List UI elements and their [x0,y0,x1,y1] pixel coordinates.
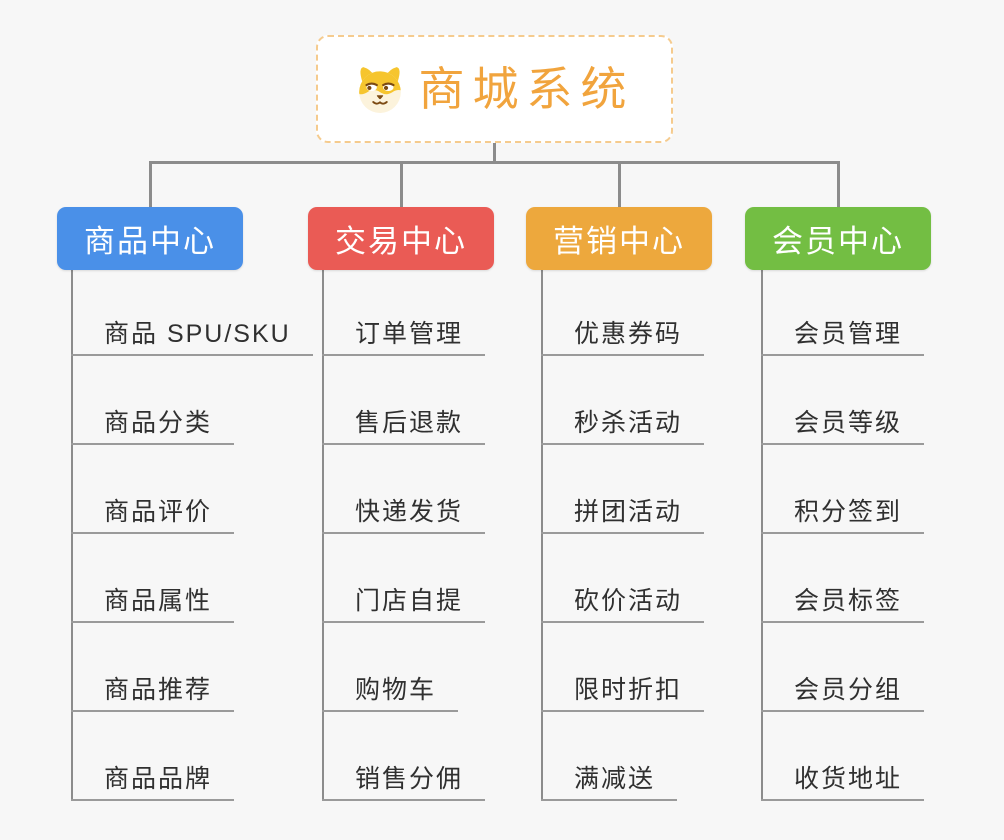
subtopic-item[interactable]: 优惠券码 [541,321,705,356]
connector-trunk-transaction [322,269,324,801]
subtopic-item[interactable]: 门店自提 [322,588,486,623]
subtopic-item[interactable]: 拼团活动 [541,499,705,534]
root-node[interactable]: 商城系统 [316,35,673,143]
connector-drop-marketing [618,161,621,208]
subtopic-item[interactable]: 积分签到 [761,499,925,534]
subtopic-item[interactable]: 砍价活动 [541,588,705,623]
subtopic-item[interactable]: 会员分组 [761,677,925,712]
connector-drop-product [149,161,152,208]
root-title: 商城系统 [418,63,635,115]
subtopic-item[interactable]: 快递发货 [322,499,486,534]
subtopic-item[interactable]: 商品评价 [71,499,235,534]
subtopic-item[interactable]: 商品品牌 [71,766,235,801]
subtopic-item[interactable]: 秒杀活动 [541,410,705,445]
subtopic-item[interactable]: 订单管理 [322,321,486,356]
subtopic-item[interactable]: 商品推荐 [71,677,235,712]
branch-node-marketing-center[interactable]: 营销中心 [526,207,712,270]
dog-face-icon [355,64,405,114]
subtopic-item[interactable]: 销售分佣 [322,766,486,801]
subtopic-item[interactable]: 会员标签 [761,588,925,623]
branch-node-product-center[interactable]: 商品中心 [57,207,243,270]
subtopic-item[interactable]: 满减送 [541,766,678,801]
branch-node-member-center[interactable]: 会员中心 [745,207,931,270]
subtopic-item[interactable]: 商品属性 [71,588,235,623]
branch-label: 商品中心 [84,224,216,259]
subtopic-item[interactable]: 售后退款 [322,410,486,445]
subtopic-item[interactable]: 限时折扣 [541,677,705,712]
connector-trunk-member [761,269,763,801]
branch-label: 交易中心 [335,224,467,259]
connector-drop-member [837,161,840,208]
connector-bus [149,161,840,164]
subtopic-item[interactable]: 会员管理 [761,321,925,356]
subtopic-item[interactable]: 购物车 [322,677,459,712]
subtopic-item[interactable]: 收货地址 [761,766,925,801]
connector-root-stub [493,143,496,163]
branch-label: 会员中心 [772,224,904,259]
branch-label: 营销中心 [553,224,685,259]
connector-trunk-marketing [541,269,543,801]
subtopic-item[interactable]: 会员等级 [761,410,925,445]
branch-node-transaction-center[interactable]: 交易中心 [308,207,494,270]
connector-trunk-product [71,269,73,801]
connector-drop-transaction [400,161,403,208]
subtopic-item[interactable]: 商品分类 [71,410,235,445]
subtopic-item[interactable]: 商品 SPU/SKU [71,321,313,356]
